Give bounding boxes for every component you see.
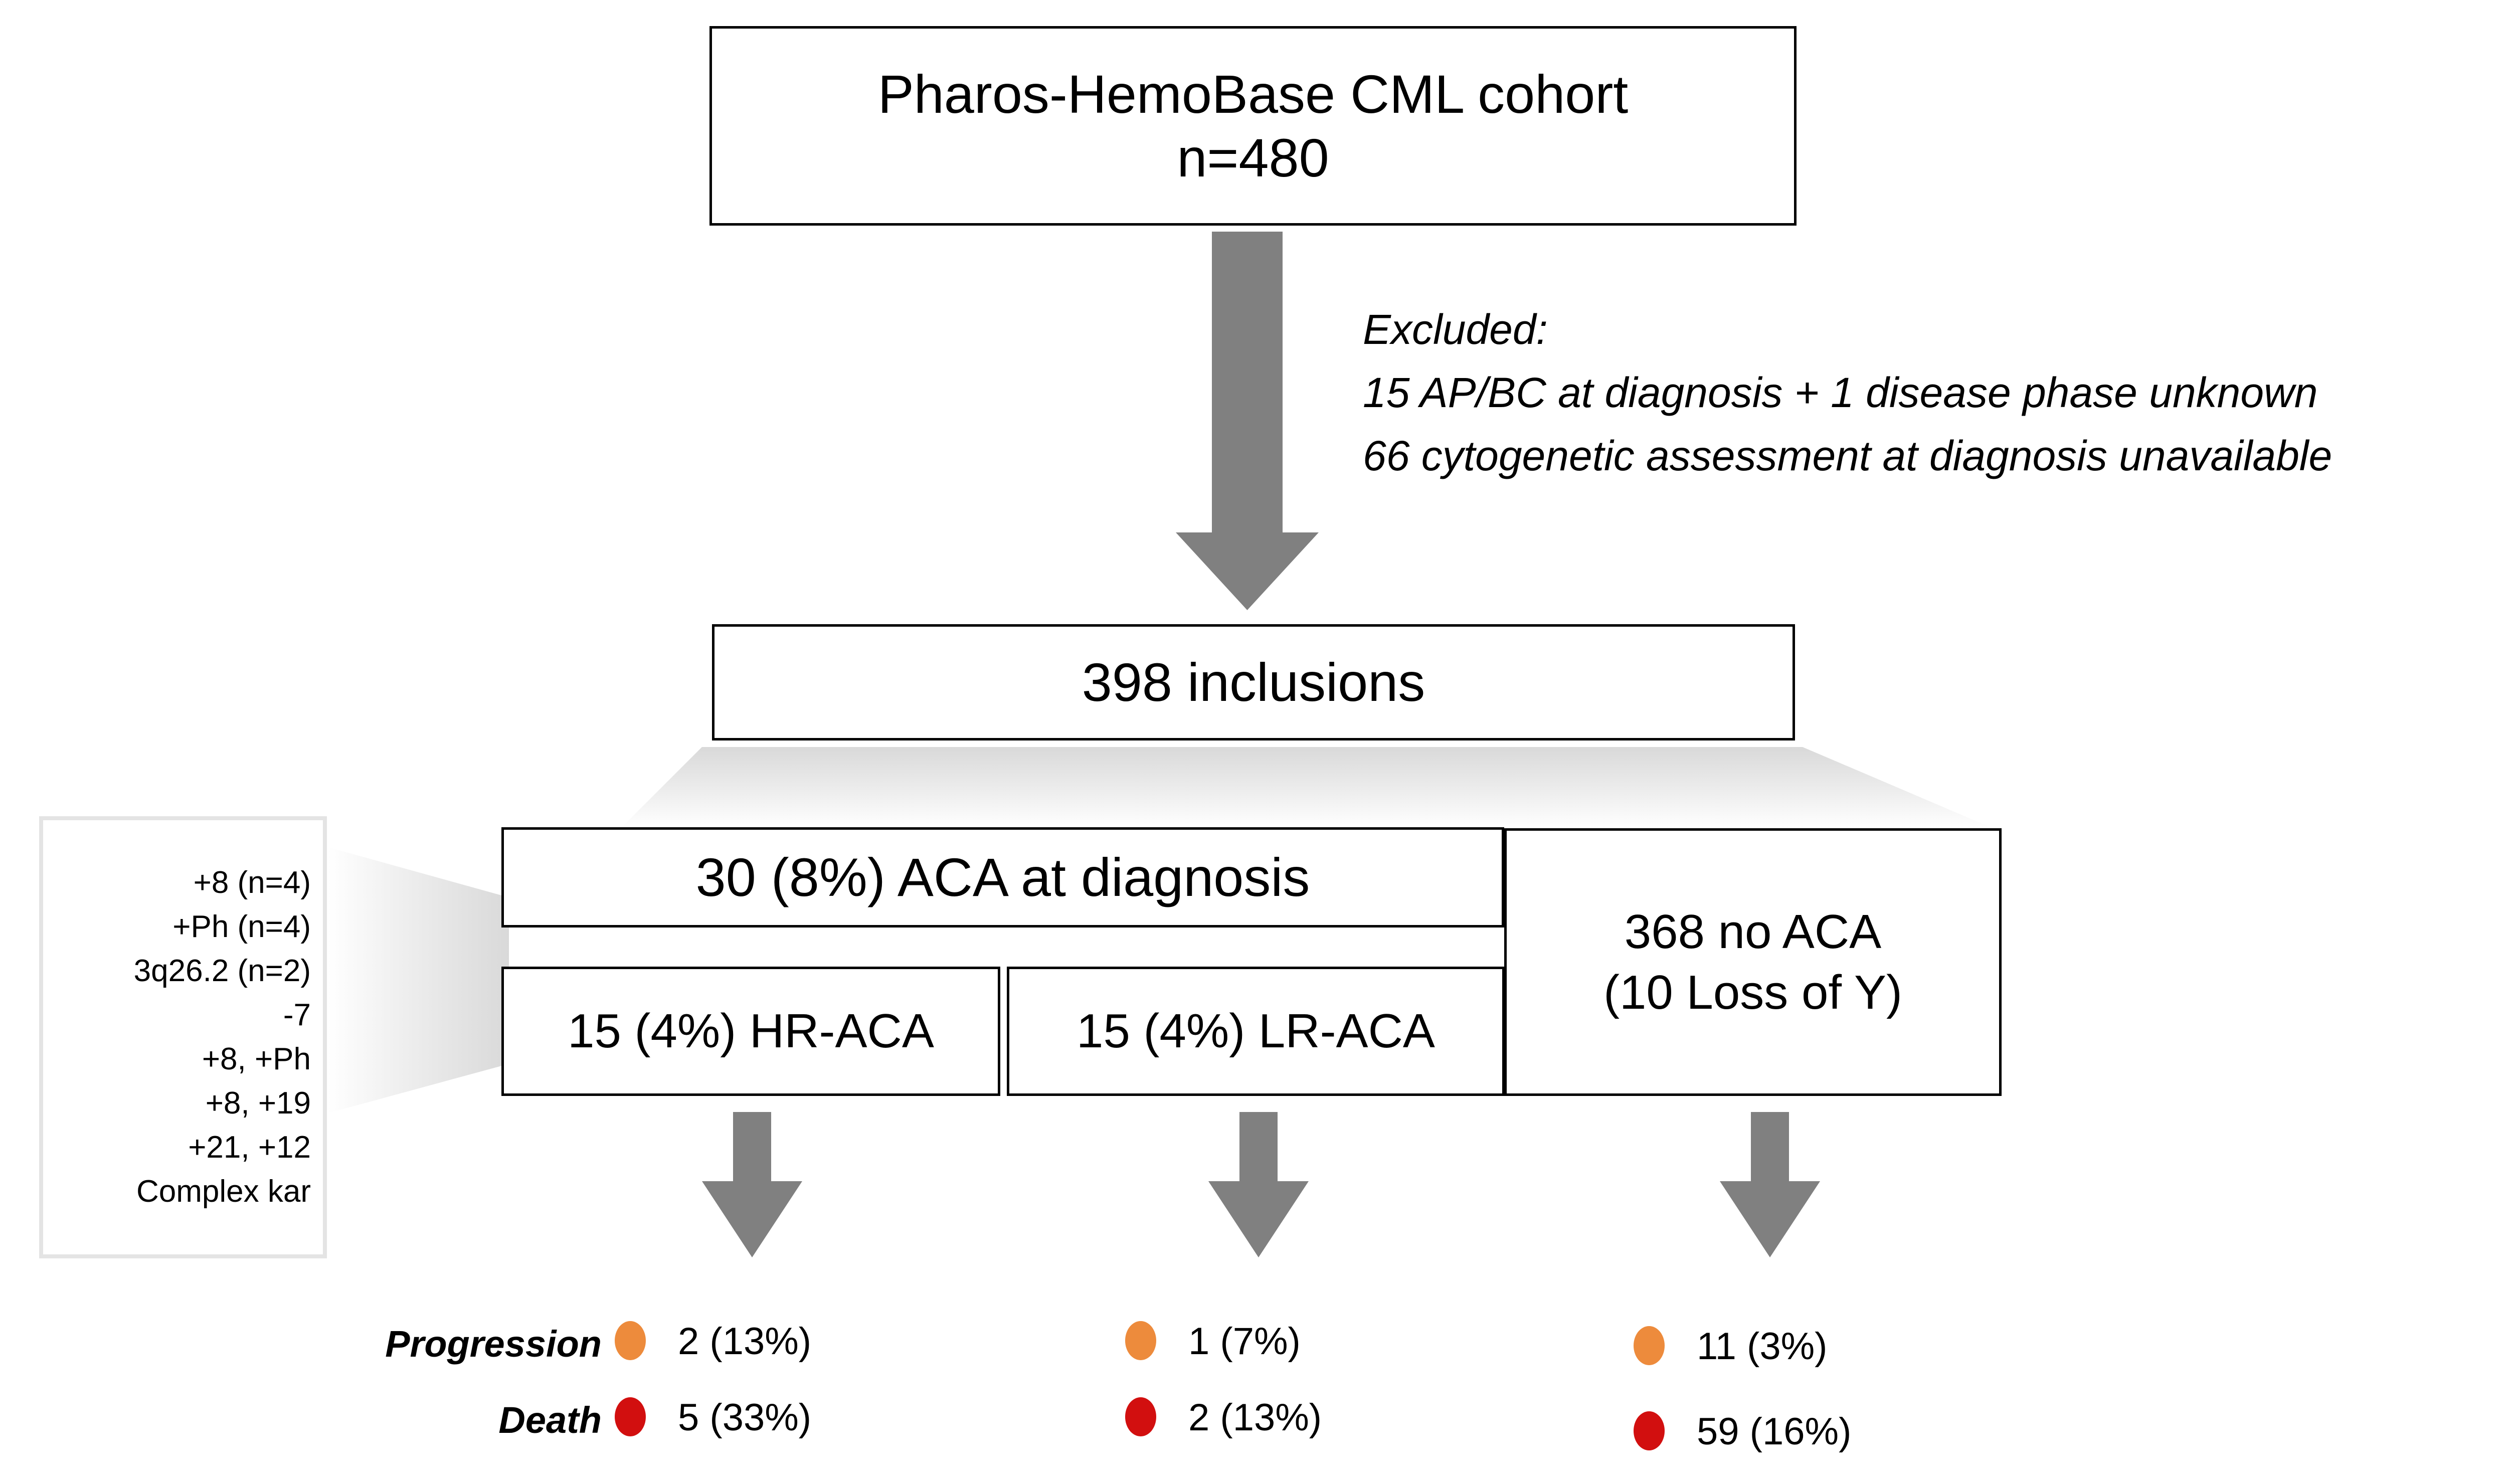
karyotype-item: +21, +12: [188, 1130, 311, 1165]
karyotype-item: +8, +19: [205, 1086, 311, 1121]
death-value-no-aca: 59 (16%): [1697, 1410, 1852, 1453]
death-dot-icon: [1634, 1411, 1665, 1450]
karyotype-callout-wedge: [328, 847, 509, 1113]
death-value-hr: 5 (33%): [678, 1396, 812, 1439]
progression-dot-icon: [1125, 1321, 1156, 1360]
down-arrow-icon-no-aca: [1720, 1112, 1820, 1257]
progression-value-no-aca: 11 (3%): [1697, 1325, 1828, 1368]
excluded-line-2: 66 cytogenetic assessment at diagnosis u…: [1363, 432, 2333, 479]
split-funnel-shape: [622, 747, 1991, 827]
aca-label: 30 (8%) ACA at diagnosis: [695, 847, 1310, 908]
lr-aca-box: 15 (4%) LR-ACA: [1007, 967, 1505, 1096]
cohort-title: Pharos-HemoBase CML cohort: [877, 63, 1629, 124]
karyotype-item: Complex kar: [136, 1174, 311, 1209]
down-arrow-icon-lr: [1208, 1112, 1309, 1257]
karyotype-item: -7: [283, 997, 311, 1032]
down-arrow-icon-hr: [702, 1112, 802, 1257]
progression-dot-icon: [615, 1321, 646, 1360]
no-aca-box: 368 no ACA (10 Loss of Y): [1504, 828, 2002, 1096]
no-aca-count: 368 no ACA: [1624, 904, 1882, 959]
cohort-count: n=480: [1177, 127, 1329, 188]
karyotype-item: +8, +Ph: [202, 1042, 311, 1076]
progression-dot-icon: [1634, 1326, 1665, 1365]
hr-aca-label: 15 (4%) HR-ACA: [568, 1004, 934, 1058]
karyotype-item: +Ph (n=4): [172, 909, 311, 944]
progression-value-lr: 1 (7%): [1188, 1320, 1301, 1363]
excluded-heading: Excluded:: [1363, 306, 1548, 353]
excluded-line-1: 15 AP/BC at diagnosis + 1 disease phase …: [1363, 369, 2318, 416]
karyotype-item: 3q26.2 (n=2): [133, 953, 311, 988]
inclusions-box: 398 inclusions: [712, 624, 1795, 740]
down-arrow-icon-exclusion: [1176, 232, 1319, 610]
death-dot-icon: [1125, 1397, 1156, 1436]
cohort-box: Pharos-HemoBase CML cohort n=480: [709, 26, 1797, 226]
aca-at-diagnosis-box: 30 (8%) ACA at diagnosis: [501, 827, 1504, 928]
lr-aca-label: 15 (4%) LR-ACA: [1077, 1004, 1435, 1058]
inclusions-label: 398 inclusions: [1082, 652, 1425, 713]
hr-aca-box: 15 (4%) HR-ACA: [501, 967, 1000, 1096]
karyotype-list-panel: +8 (n=4) +Ph (n=4) 3q26.2 (n=2) -7 +8, +…: [39, 816, 327, 1258]
no-aca-lossy: (10 Loss of Y): [1603, 966, 1902, 1019]
progression-value-hr: 2 (13%): [678, 1320, 812, 1363]
progression-row-label: Progression: [385, 1323, 602, 1365]
death-value-lr: 2 (13%): [1188, 1396, 1322, 1439]
death-row-label: Death: [498, 1399, 602, 1441]
excluded-annotation: Excluded: 15 AP/BC at diagnosis + 1 dise…: [1363, 298, 2507, 487]
death-dot-icon: [615, 1397, 646, 1436]
karyotype-item: +8 (n=4): [193, 865, 311, 900]
